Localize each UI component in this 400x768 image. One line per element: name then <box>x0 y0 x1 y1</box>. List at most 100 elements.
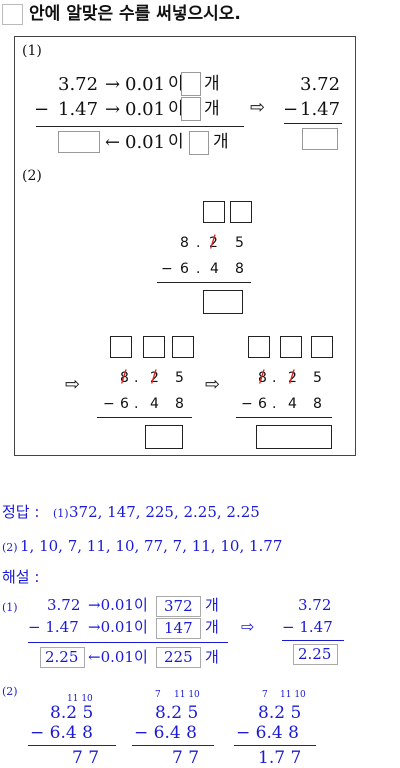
p1-row1-answer-box[interactable] <box>181 72 201 96</box>
p2-right-a3: 5 <box>313 370 322 386</box>
p2-left-a1: 8 <box>120 370 129 386</box>
part1-label: (1) <box>22 43 42 59</box>
exp-p1-r2-mid: →0.01이 <box>88 618 148 636</box>
p2-right-carry-box-1[interactable] <box>248 336 270 358</box>
p2-top-b2: 4 <box>210 261 219 277</box>
p2-top-slash-2: / <box>210 232 216 252</box>
p1-side-answer-box[interactable] <box>302 128 338 150</box>
p2-top-a2: 2 <box>209 235 218 251</box>
p1-main-line <box>36 126 244 127</box>
p2-left-line <box>97 417 192 418</box>
exp-p1-r3-mid: ←0.01이 <box>88 648 148 666</box>
p2-left-slash-2: / <box>151 367 157 387</box>
exp-c2-carry: 11 10 <box>174 690 200 700</box>
p2-left-slash-1: / <box>121 367 127 387</box>
p2-top-a3: 5 <box>235 235 244 251</box>
p2-right-slash-1: / <box>259 367 265 387</box>
p2-top-b3: 8 <box>235 261 244 277</box>
p1-row2-unit: 0.01 <box>125 99 166 120</box>
p2-left-b1: 6 <box>120 396 129 412</box>
exp-c2-res: 7 7 <box>172 748 200 768</box>
exp-p1-implies-icon: ⇨ <box>241 617 255 636</box>
p2-left-minus: − <box>103 396 115 412</box>
p2-left-a3: 5 <box>175 370 184 386</box>
p2-right-a1: 8 <box>258 370 267 386</box>
exp-p1-r3-box <box>40 647 85 668</box>
p1-row3-answer-box[interactable] <box>189 131 209 155</box>
answer-label: 정답 : <box>2 503 40 521</box>
answer-line1-tag: (1) <box>53 507 69 520</box>
exp-p2-tag: (2) <box>2 685 18 698</box>
p2-right-adot: . <box>272 370 277 386</box>
exp-p1-side-ans: 2.25 <box>298 645 332 663</box>
exp-p1-r1-mid: →0.01이 <box>88 596 148 614</box>
exp-c2-top: 8.2 5 <box>155 703 199 723</box>
p1-row2-i: 이 <box>168 99 184 119</box>
exp-c3-carry: 11 10 <box>280 690 306 700</box>
exp-c3-line <box>234 745 316 746</box>
p1-row2-answer-box[interactable] <box>181 97 201 121</box>
answer-line2-tag: (2) <box>2 541 18 554</box>
p2-left-carry-box-1[interactable] <box>110 336 132 358</box>
exp-c2-sub: − 6.4 8 <box>134 723 197 743</box>
p2-top-adot: . <box>196 235 201 251</box>
p1-row1-i: 이 <box>168 74 184 94</box>
p2-right-answer-box[interactable] <box>256 425 332 449</box>
p1-row3-gae: 개 <box>213 132 229 152</box>
p2-left-b2: 4 <box>150 396 159 412</box>
p1-row2-num: 1.47 <box>58 99 99 120</box>
answer-line1: 372, 147, 225, 2.25, 2.25 <box>69 503 260 521</box>
exp-p1-side-top: 3.72 <box>298 596 332 614</box>
p2-right-bdot: . <box>272 396 277 412</box>
p2-right-line <box>236 417 332 418</box>
p2-left-carry-box-3[interactable] <box>172 336 194 358</box>
instruction-text: 안에 알맞은 수를 써넣으시오. <box>29 4 241 24</box>
p2-top-b1: 6 <box>180 261 189 277</box>
p1-row1-unit: 0.01 <box>125 74 166 95</box>
exp-c1-line <box>28 745 116 746</box>
exp-c3-res: 1.7 7 <box>258 748 302 768</box>
exp-c1-sub: − 6.4 8 <box>30 723 93 743</box>
p1-side-minus: − <box>283 99 299 120</box>
problem-frame <box>14 36 356 456</box>
p2-top-answer-box[interactable] <box>203 290 243 314</box>
p1-row1-gae: 개 <box>204 74 220 94</box>
p2-right-carry-box-2[interactable] <box>280 336 302 358</box>
exp-p1-r1-num: 3.72 <box>47 596 81 614</box>
p2-left-answer-box[interactable] <box>145 425 183 449</box>
exp-c3-carry7: 7 <box>262 690 268 700</box>
p2-right-b1: 6 <box>258 396 267 412</box>
part2-label: (2) <box>22 168 42 184</box>
p2-top-minus: − <box>161 261 173 277</box>
explanation-label: 해설 : <box>2 568 40 586</box>
p2-right-b3: 8 <box>313 396 322 412</box>
p2-right-carry-box-3[interactable] <box>311 336 333 358</box>
p1-side-bottom: 1.47 <box>300 99 341 120</box>
p2-left-b3: 8 <box>175 396 184 412</box>
instruction-checkbox <box>2 4 23 25</box>
p1-row3-result-box[interactable] <box>58 131 100 153</box>
exp-p1-r3-gae: 개 <box>205 648 219 666</box>
p2-top-a1: 8 <box>180 235 189 251</box>
p1-row3-arrow: ← <box>105 132 121 153</box>
p1-implies-icon: ⇨ <box>250 97 266 118</box>
exp-p1-r3-val2: 225 <box>164 648 193 666</box>
exp-c2-carry7: 7 <box>155 690 161 700</box>
exp-c3-top: 8.2 5 <box>258 703 302 723</box>
p1-row2-arrow: → <box>105 99 121 120</box>
exp-p1-tag: (1) <box>2 601 18 614</box>
p2-left-a2: 2 <box>150 370 159 386</box>
exp-c1-carry: 11 10 <box>67 694 93 704</box>
exp-p1-r2-val: 147 <box>164 619 193 637</box>
p1-row3-i: 이 <box>168 132 184 152</box>
exp-p1-side-box <box>293 644 338 665</box>
p2-top-carry-box-2[interactable] <box>230 201 252 223</box>
exp-c1-top: 8.2 5 <box>50 703 94 723</box>
exp-p1-side-line <box>282 640 344 641</box>
p1-row1-arrow: → <box>105 74 121 95</box>
exp-p1-side-mid: − 1.47 <box>282 618 333 636</box>
p2-top-carry-box-1[interactable] <box>203 201 225 223</box>
exp-p1-r1-val: 372 <box>164 597 193 615</box>
p2-left-carry-box-2[interactable] <box>143 336 165 358</box>
p2-left-bdot: . <box>134 396 139 412</box>
